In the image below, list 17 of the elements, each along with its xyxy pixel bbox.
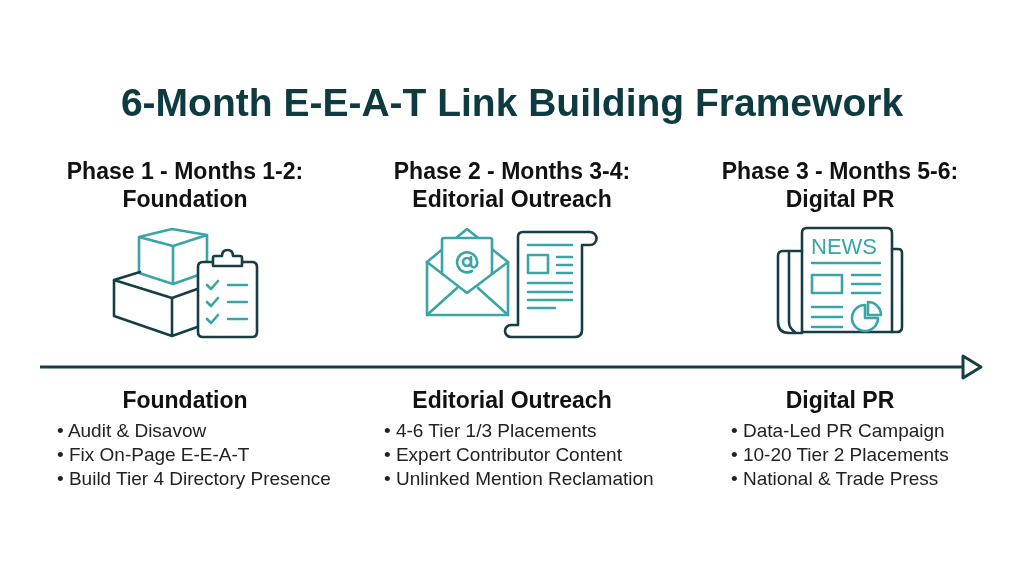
section-heading: Foundation bbox=[121, 386, 249, 414]
section-heading: Editorial Outreach bbox=[411, 386, 613, 414]
bullet-item: • 10-20 Tier 2 Placements bbox=[731, 443, 949, 467]
bullet-item: • Build Tier 4 Directory Presence bbox=[57, 467, 331, 491]
phase-heading: Phase 2 - Months 3-4: Editorial Outreach bbox=[392, 157, 632, 213]
bullet-item: • Fix On-Page E-E-A-T bbox=[57, 443, 250, 467]
phase-heading: Phase 1 - Months 1-2: Foundation bbox=[65, 157, 305, 213]
masthead-text: NEWS bbox=[811, 236, 877, 258]
bullet-item: • 4-6 Tier 1/3 Placements bbox=[384, 419, 597, 443]
bullet-item: • Expert Contributor Content bbox=[384, 443, 622, 467]
title: 6-Month E-E-A-T Link Building Framework bbox=[119, 80, 905, 126]
section-heading: Digital PR bbox=[784, 386, 896, 414]
bullet-item: • Unlinked Mention Reclamation bbox=[384, 467, 654, 491]
bullet-item: • Audit & Disavow bbox=[57, 419, 207, 443]
bullet-item: • National & Trade Press bbox=[731, 467, 939, 491]
bullet-item: • Data-Led PR Campaign bbox=[731, 419, 945, 443]
phase-heading: Phase 3 - Months 5-6: Digital PR bbox=[720, 157, 960, 213]
